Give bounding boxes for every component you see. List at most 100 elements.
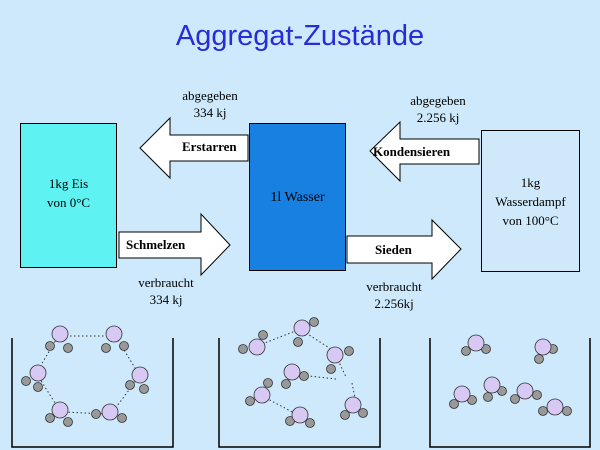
water-molecule [449, 385, 477, 409]
solid-container [11, 338, 174, 448]
oxygen-atom [101, 403, 119, 421]
vapor-box: 1kg Wasserdampf von 100°C [481, 130, 580, 272]
liquid-bonds [261, 329, 357, 415]
hydrogen-atom [238, 344, 248, 354]
erstarren-label: Erstarren [182, 139, 237, 154]
water-molecule [91, 403, 127, 423]
hydrogen-atom [510, 394, 520, 404]
oxygen-atom [131, 366, 149, 384]
oxygen-atom [483, 376, 501, 394]
ice-label-line2: von 0°C [46, 195, 91, 210]
water-molecule [238, 330, 268, 356]
water-molecule [45, 325, 73, 353]
hydrogen-atom [91, 409, 101, 419]
gas-container [429, 338, 591, 448]
hydrogen-atom [117, 413, 127, 423]
oxygen-atom [291, 406, 309, 424]
water-box: 1l Wasser [249, 123, 346, 271]
hydrogen-atom [534, 354, 544, 364]
kondensieren-energy-note: abgegeben 2.256 kj [398, 92, 478, 126]
hydrogen-atom [263, 378, 273, 388]
water-molecule [510, 382, 542, 404]
sieden-note-value: 2.256kj [374, 296, 414, 311]
water-molecule [125, 366, 149, 394]
schmelzen-note-value: 334 kj [149, 292, 183, 307]
kondensieren-label: Kondensieren [373, 144, 451, 159]
water-molecule [461, 334, 491, 356]
hydrogen-atom [344, 346, 354, 356]
hydrogen-atom [45, 341, 55, 351]
hydrogen-atom [258, 330, 268, 340]
hydrogen-atom [63, 417, 73, 427]
hydrogen-atom [309, 317, 319, 327]
water-label: 1l Wasser [270, 189, 325, 205]
oxygen-atom [248, 338, 266, 356]
hydrogen-atom [63, 343, 73, 353]
hydrogen-atom [245, 396, 255, 406]
hydrogen-atom [119, 341, 129, 351]
hydrogen-atom [538, 406, 548, 416]
kondensieren-arrow [369, 120, 480, 183]
schmelzen-label: Schmelzen [126, 237, 186, 252]
oxygen-atom [546, 398, 564, 416]
schmelzen-energy-note: verbraucht 334 kj [126, 274, 206, 308]
water-molecule [538, 398, 572, 416]
schmelzen-arrow [118, 212, 231, 277]
schmelzen-note-verb: verbraucht [138, 275, 194, 290]
oxygen-atom [453, 385, 471, 403]
water-molecule [281, 363, 309, 389]
sieden-arrow [346, 218, 462, 281]
hydrogen-atom [461, 346, 471, 356]
vapor-label-line2: Wasserdampf [495, 193, 566, 209]
kondensieren-note-value: 2.256 kj [416, 110, 460, 125]
water-molecule [101, 325, 129, 353]
oxygen-atom [467, 334, 485, 352]
hydrogen-atom [45, 413, 55, 423]
erstarren-energy-note: abgegeben 334 kj [170, 87, 250, 121]
hydrogen-atom [340, 410, 350, 420]
hydrogen-atom [139, 384, 149, 394]
sieden-note-verb: verbraucht [366, 279, 422, 294]
hydrogen-atom [281, 379, 291, 389]
hydrogen-atom [326, 364, 336, 374]
erstarren-arrow [139, 116, 249, 180]
kondensieren-note-verb: abgegeben [410, 93, 466, 108]
hydrogen-atom [299, 371, 309, 381]
sieden-label: Sieden [375, 242, 412, 257]
hydrogen-atom [101, 343, 111, 353]
erstarren-note-verb: abgegeben [182, 88, 238, 103]
oxygen-atom [344, 396, 362, 414]
oxygen-atom [105, 325, 123, 343]
water-molecule [483, 376, 507, 402]
hydrogen-atom [21, 376, 31, 386]
water-molecule [534, 338, 558, 364]
vapor-label-line1: 1kg [520, 174, 541, 190]
water-molecule [45, 401, 73, 427]
ice-label-line1: 1kg Eis [48, 176, 89, 191]
water-molecule [285, 406, 315, 428]
hydrogen-atom [33, 382, 43, 392]
vapor-label-line3: von 100°C [502, 212, 559, 228]
sieden-energy-note: verbraucht 2.256kj [354, 278, 434, 312]
oxygen-atom [534, 338, 552, 356]
oxygen-atom [293, 319, 311, 337]
diagram-title: Aggregat-Zustände [175, 20, 425, 52]
oxygen-atom [326, 346, 344, 364]
oxygen-atom [516, 382, 534, 400]
ice-box: 1kg Eis von 0°C [20, 123, 117, 268]
hydrogen-atom [562, 406, 572, 416]
hydrogen-atom [305, 418, 315, 428]
oxygen-atom [29, 364, 47, 382]
liquid-container [218, 338, 381, 448]
water-molecules [21, 317, 572, 428]
water-molecule [245, 378, 273, 406]
hydrogen-atom [483, 392, 493, 402]
water-molecule [340, 396, 368, 420]
oxygen-atom [253, 386, 271, 404]
erstarren-note-value: 334 kj [193, 105, 227, 120]
hydrogen-atom [449, 399, 459, 409]
oxygen-atom [51, 401, 69, 419]
water-molecule [326, 346, 354, 374]
hydrogen-atom [293, 337, 303, 347]
hydrogen-atom [125, 380, 135, 390]
